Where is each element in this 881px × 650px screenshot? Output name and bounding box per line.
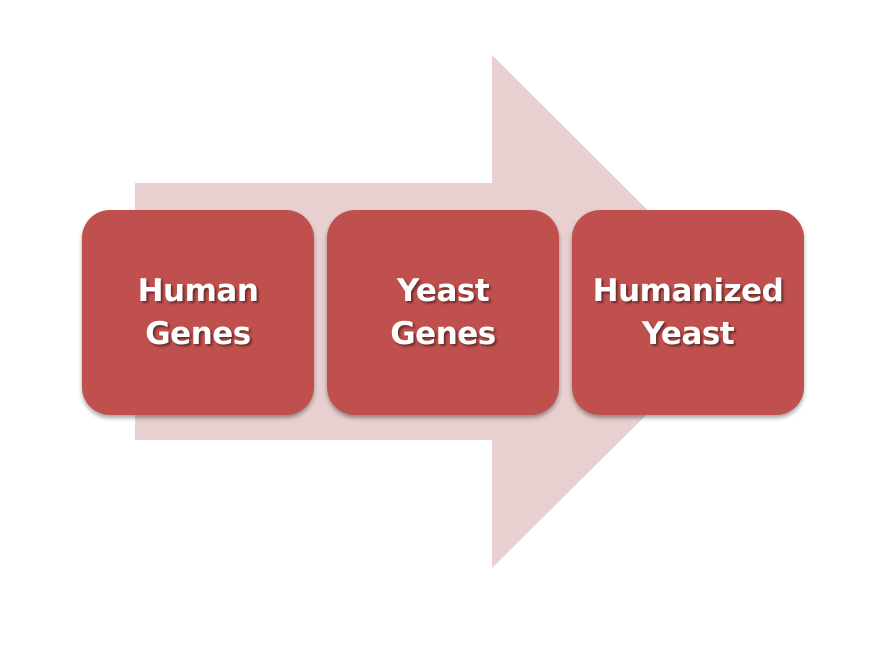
step-box-human-genes: Human Genes — [82, 210, 314, 415]
step-box-yeast-genes: Yeast Genes — [327, 210, 559, 415]
step-label: Humanized Yeast — [592, 272, 784, 352]
step-label: Yeast Genes — [390, 272, 496, 352]
step-label: Human Genes — [137, 272, 259, 352]
step-box-humanized-yeast: Humanized Yeast — [572, 210, 804, 415]
